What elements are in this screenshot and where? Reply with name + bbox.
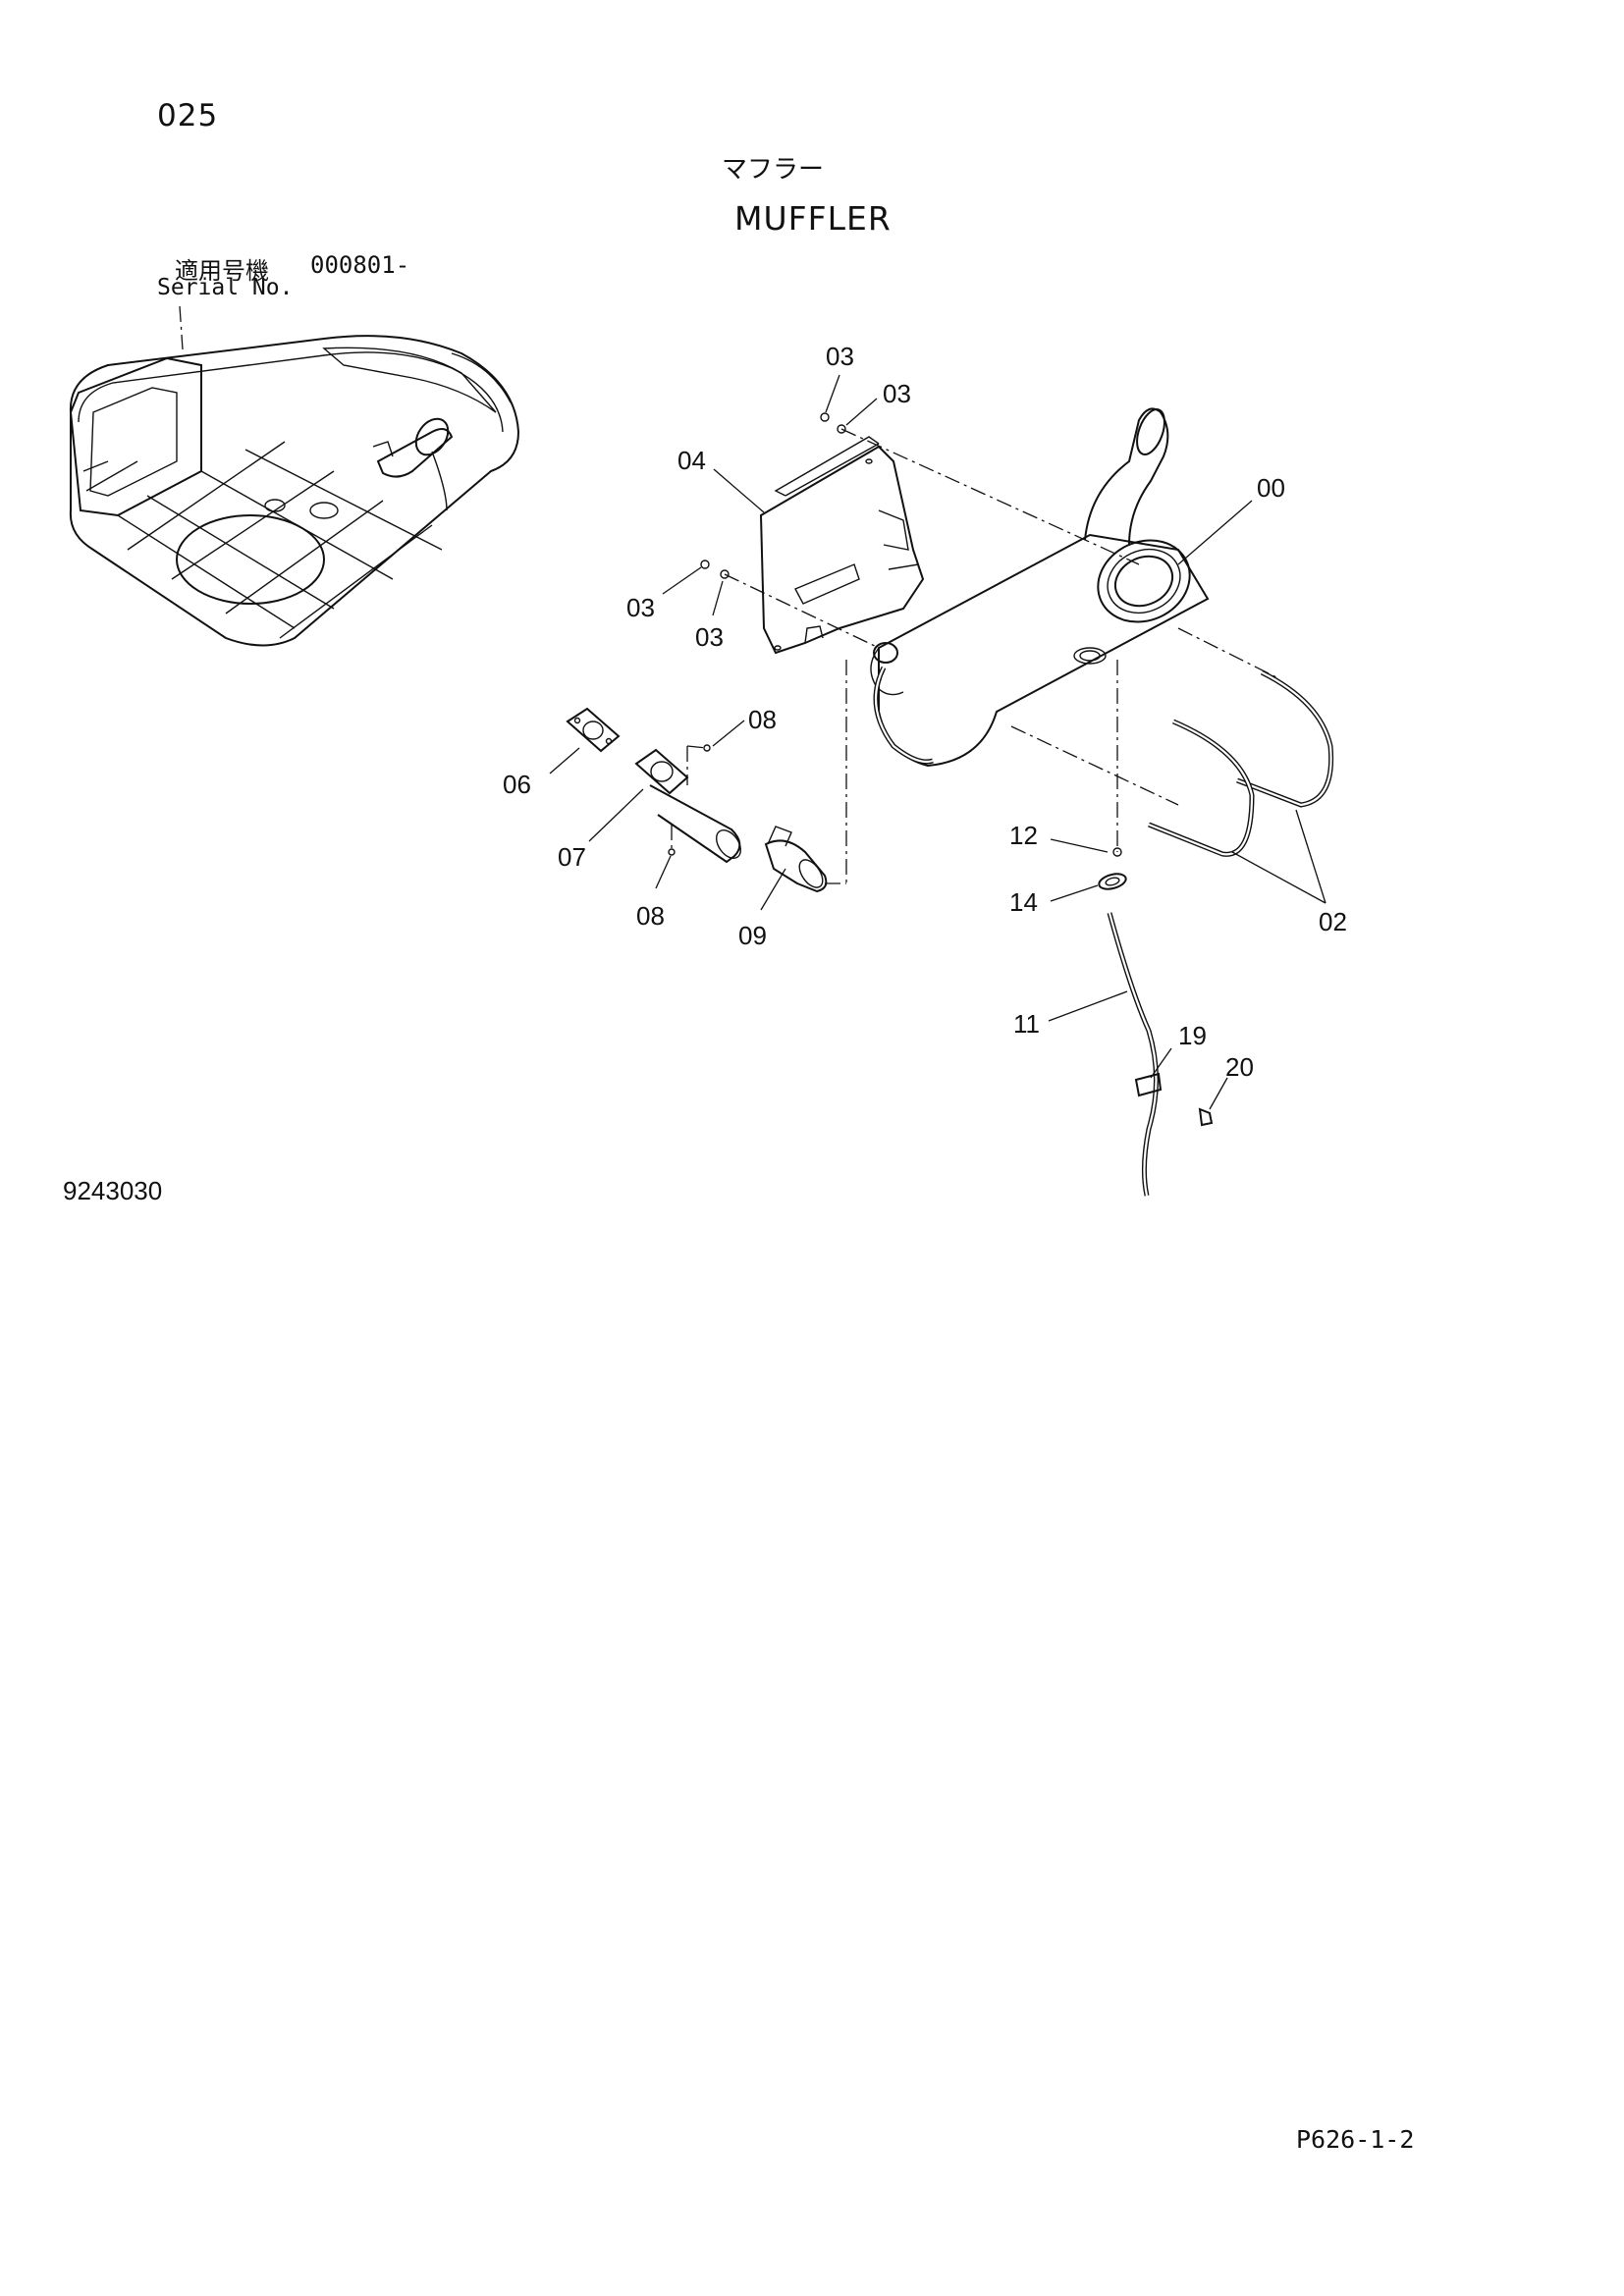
muffler-exploded-diagram: 03 03 04 00 03 03 08 06 07 08 09 12 14 0…	[69, 305, 1347, 1197]
figure-code: 9243030	[63, 1176, 163, 1205]
serial-label-english: Serial No.	[157, 275, 294, 300]
alignment-lines	[671, 428, 1277, 884]
callout-08: 08	[636, 901, 665, 931]
callout-03: 03	[826, 342, 854, 371]
callout-03: 03	[883, 379, 911, 408]
serial-range: 000801-	[310, 251, 410, 279]
bolts-nuts	[700, 412, 846, 579]
callout-03: 03	[626, 593, 655, 622]
mounting-straps	[873, 666, 1334, 857]
callout-09: 09	[738, 921, 767, 950]
exhaust-pipe-parts	[566, 707, 828, 893]
muffler-body	[870, 407, 1210, 768]
serial-label-japanese: 適用号機	[175, 257, 269, 285]
callout-14: 14	[1009, 887, 1038, 917]
callout-07: 07	[558, 842, 586, 872]
page-code: P626-1-2	[1296, 2125, 1415, 2154]
leader-lines	[549, 374, 1326, 1110]
machine-location-thumbnail	[69, 305, 520, 647]
callout-08: 08	[748, 705, 777, 734]
callout-19: 19	[1178, 1021, 1207, 1050]
title-japanese: マフラー	[722, 155, 825, 185]
callout-02: 02	[1319, 907, 1347, 936]
callout-04: 04	[677, 446, 706, 475]
drain-hose-parts	[1098, 847, 1214, 1197]
callout-00: 00	[1257, 473, 1285, 503]
heat-shield-bracket	[759, 436, 925, 655]
title-english: MUFFLER	[734, 199, 892, 238]
callout-03: 03	[695, 622, 724, 652]
callout-20: 20	[1225, 1052, 1254, 1082]
callout-11: 11	[1013, 1009, 1040, 1039]
page-number: 025	[157, 98, 219, 133]
callout-06: 06	[503, 770, 531, 799]
callout-12: 12	[1009, 821, 1038, 850]
